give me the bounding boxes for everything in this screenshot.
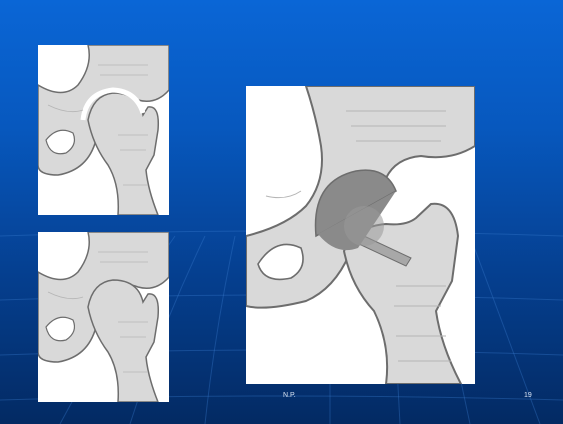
hip-prosthesis-illustration-icon <box>246 86 475 384</box>
hip-image-prosthesis <box>246 86 475 384</box>
footer-author: N.P. <box>283 392 296 399</box>
slide-number: 19 <box>524 392 532 399</box>
hip-xray-illustration-icon <box>38 45 169 215</box>
hip-image-bottom-left <box>38 232 169 402</box>
hip-image-top-left <box>38 45 169 215</box>
hip-xray-illustration-icon <box>38 232 169 402</box>
